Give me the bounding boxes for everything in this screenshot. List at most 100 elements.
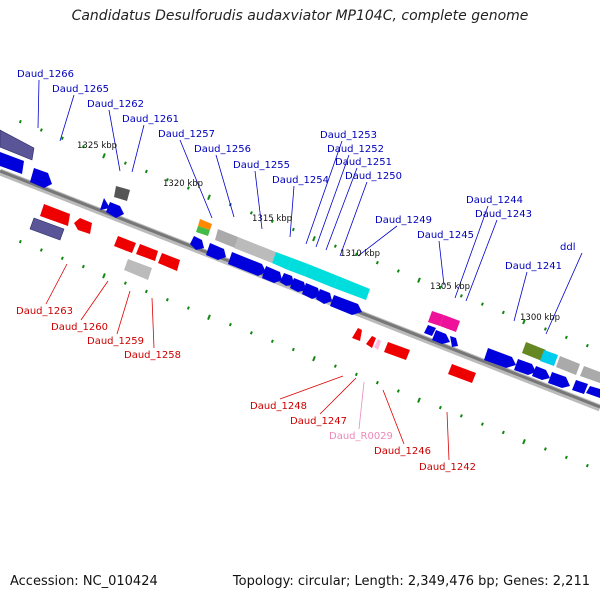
tick-mark xyxy=(270,219,274,223)
tick-mark xyxy=(102,273,106,279)
gene-feature[interactable] xyxy=(580,366,600,383)
forward-label[interactable]: Daud_1254 xyxy=(272,175,329,186)
reverse-gene[interactable] xyxy=(448,364,476,383)
forward-gene[interactable] xyxy=(514,359,536,375)
reverse-gene[interactable] xyxy=(136,244,158,261)
tick-mark xyxy=(459,414,463,418)
reverse-gene[interactable] xyxy=(384,342,410,360)
genome-summary-text: Topology: circular; Length: 2,349,476 bp… xyxy=(232,574,590,589)
gene-feature[interactable] xyxy=(272,252,292,270)
gene-feature[interactable] xyxy=(124,259,152,280)
reverse-label[interactable]: Daud_1246 xyxy=(374,446,431,457)
reverse-gene[interactable] xyxy=(366,336,376,348)
reverse-gene[interactable] xyxy=(114,236,136,253)
forward-gene[interactable] xyxy=(106,202,124,218)
forward-label[interactable]: Daud_1255 xyxy=(233,160,290,171)
forward-leader-line xyxy=(215,154,235,218)
forward-gene[interactable] xyxy=(280,273,294,286)
position-label: 1320 kbp xyxy=(163,179,203,189)
reverse-label[interactable]: Daud_1263 xyxy=(16,306,73,317)
gene-feature[interactable] xyxy=(304,264,338,288)
forward-gene[interactable] xyxy=(586,386,600,398)
position-label: 1310 kbp xyxy=(340,249,380,259)
forward-leader-line xyxy=(108,109,121,172)
gene-feature[interactable] xyxy=(428,311,444,326)
reverse-label[interactable]: Daud_R0029 xyxy=(329,431,393,442)
forward-gene[interactable] xyxy=(290,278,306,292)
reverse-gene[interactable] xyxy=(158,253,180,271)
forward-gene[interactable] xyxy=(330,295,362,315)
tick-mark xyxy=(438,285,442,290)
forward-label[interactable]: Daud_1243 xyxy=(475,209,532,220)
forward-gene[interactable] xyxy=(0,152,24,174)
reverse-gene[interactable] xyxy=(74,218,92,234)
reverse-leader-line xyxy=(446,411,450,461)
forward-label[interactable]: Daud_1261 xyxy=(122,114,179,125)
forward-gene[interactable] xyxy=(450,336,458,347)
reverse-leader-line xyxy=(382,389,405,445)
gene-feature[interactable] xyxy=(556,356,580,375)
tick-mark xyxy=(522,438,526,445)
gene-feature[interactable] xyxy=(234,237,276,263)
gene-feature[interactable] xyxy=(540,350,558,366)
tick-mark xyxy=(165,297,169,302)
gene-feature[interactable] xyxy=(334,276,370,300)
forward-gene[interactable] xyxy=(206,243,226,260)
forward-gene[interactable] xyxy=(572,380,588,394)
forward-label[interactable]: Daud_1262 xyxy=(87,99,144,110)
tick-mark xyxy=(207,314,211,320)
tick-mark xyxy=(81,144,85,149)
forward-gene[interactable] xyxy=(424,325,436,336)
reverse-label[interactable]: Daud_1260 xyxy=(51,322,108,333)
forward-label[interactable]: Daud_1265 xyxy=(52,84,109,95)
tick-mark xyxy=(417,277,421,283)
forward-gene[interactable] xyxy=(190,236,204,250)
forward-leader-line xyxy=(325,167,358,251)
forward-gene[interactable] xyxy=(432,330,450,344)
forward-label[interactable]: ddl xyxy=(560,242,575,253)
forward-label[interactable]: Daud_1241 xyxy=(505,261,562,272)
gene-feature[interactable] xyxy=(0,129,35,161)
gene-feature[interactable] xyxy=(522,342,546,361)
reverse-label[interactable]: Daud_1259 xyxy=(87,336,144,347)
tick-mark xyxy=(501,430,505,435)
forward-label[interactable]: Daud_1244 xyxy=(466,195,523,206)
tick-mark xyxy=(354,372,358,377)
forward-label[interactable]: Daud_1266 xyxy=(17,69,74,80)
gene-feature[interactable] xyxy=(440,315,460,332)
reverse-label[interactable]: Daud_1242 xyxy=(419,462,476,473)
reverse-label[interactable]: Daud_1258 xyxy=(124,350,181,361)
forward-leader-line xyxy=(131,124,145,173)
tick-mark xyxy=(186,306,190,310)
forward-gene[interactable] xyxy=(316,289,332,304)
rna-gene[interactable] xyxy=(374,339,381,350)
gene-feature[interactable] xyxy=(288,258,308,276)
reverse-label[interactable]: Daud_1248 xyxy=(250,401,307,412)
forward-label[interactable]: Daud_1257 xyxy=(158,129,215,140)
reverse-gene[interactable] xyxy=(352,328,362,341)
forward-gene[interactable] xyxy=(100,198,110,210)
forward-gene[interactable] xyxy=(532,366,550,380)
forward-label[interactable]: Daud_1256 xyxy=(194,144,251,155)
forward-gene[interactable] xyxy=(302,283,320,299)
reverse-gene[interactable] xyxy=(40,204,70,226)
gene-feature[interactable] xyxy=(198,219,212,230)
forward-label[interactable]: Daud_1249 xyxy=(375,215,432,226)
forward-label[interactable]: Daud_1253 xyxy=(320,130,377,141)
gene-feature[interactable] xyxy=(196,226,210,236)
forward-gene[interactable] xyxy=(262,266,282,283)
forward-label[interactable]: Daud_1251 xyxy=(335,157,392,168)
forward-gene[interactable] xyxy=(548,372,570,388)
forward-gene[interactable] xyxy=(30,168,52,188)
forward-label[interactable]: Daud_1252 xyxy=(327,144,384,155)
reverse-label[interactable]: Daud_1247 xyxy=(290,416,347,427)
gene-feature[interactable] xyxy=(29,217,65,241)
forward-gene[interactable] xyxy=(484,348,516,368)
gene-feature[interactable] xyxy=(114,186,130,201)
forward-gene[interactable] xyxy=(228,252,266,276)
gene-feature[interactable] xyxy=(215,229,238,248)
forward-label[interactable]: Daud_1245 xyxy=(417,230,474,241)
forward-label[interactable]: Daud_1250 xyxy=(345,171,402,182)
position-label: 1325 kbp xyxy=(77,141,117,151)
